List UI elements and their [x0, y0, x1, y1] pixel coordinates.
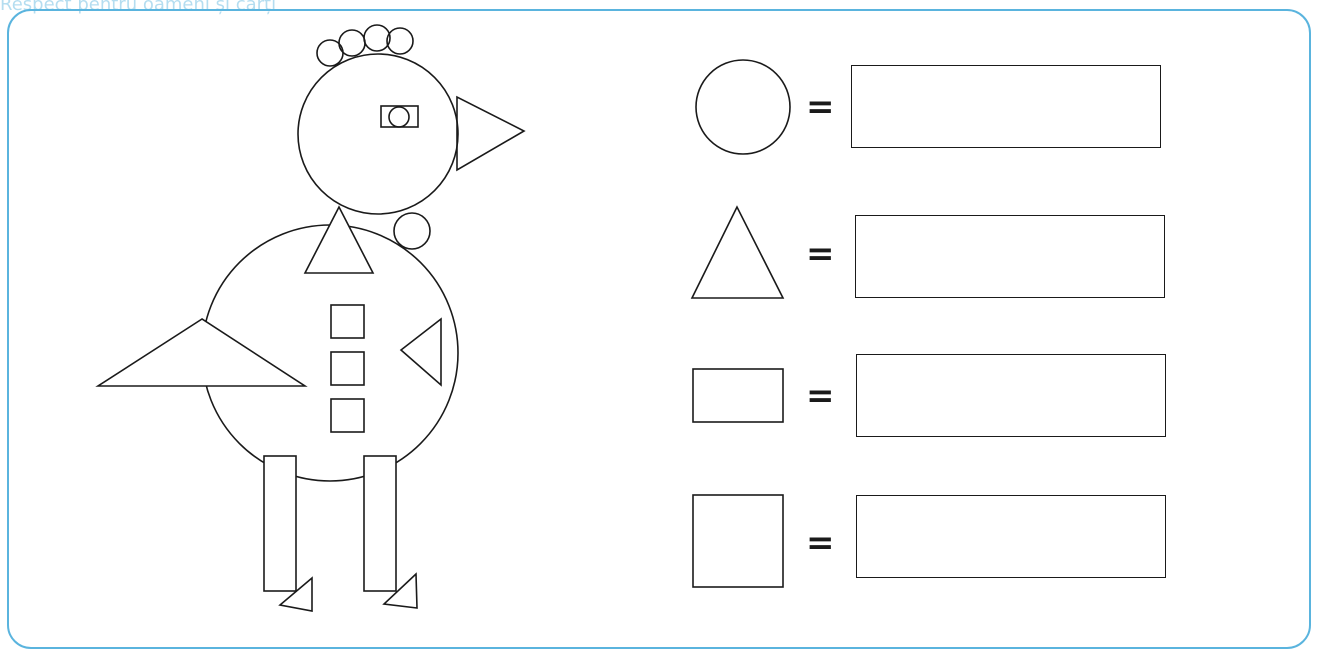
legend-square-shape	[693, 495, 783, 587]
answer-box-square[interactable]	[856, 495, 1166, 578]
beak-triangle	[457, 97, 524, 170]
legend-rectangle-shape	[693, 369, 783, 422]
equals-sign: =	[806, 237, 835, 271]
equals-sign: =	[806, 379, 835, 413]
comb-circle-4	[387, 28, 413, 54]
comb-circle-2	[339, 30, 365, 56]
legend-circle-shape	[696, 60, 790, 154]
equals-sign: =	[806, 90, 835, 124]
legend-triangle-shape	[692, 207, 783, 298]
answer-box-circle[interactable]	[851, 65, 1161, 148]
answer-box-triangle[interactable]	[855, 215, 1165, 298]
comb-circle-3	[364, 25, 390, 51]
wattle-circle	[394, 213, 430, 249]
head-circle	[298, 54, 458, 214]
leg-rectangle-right	[364, 456, 396, 591]
leg-rectangle-left	[264, 456, 296, 591]
equals-sign: =	[806, 526, 835, 560]
answer-box-rectangle[interactable]	[856, 354, 1166, 437]
